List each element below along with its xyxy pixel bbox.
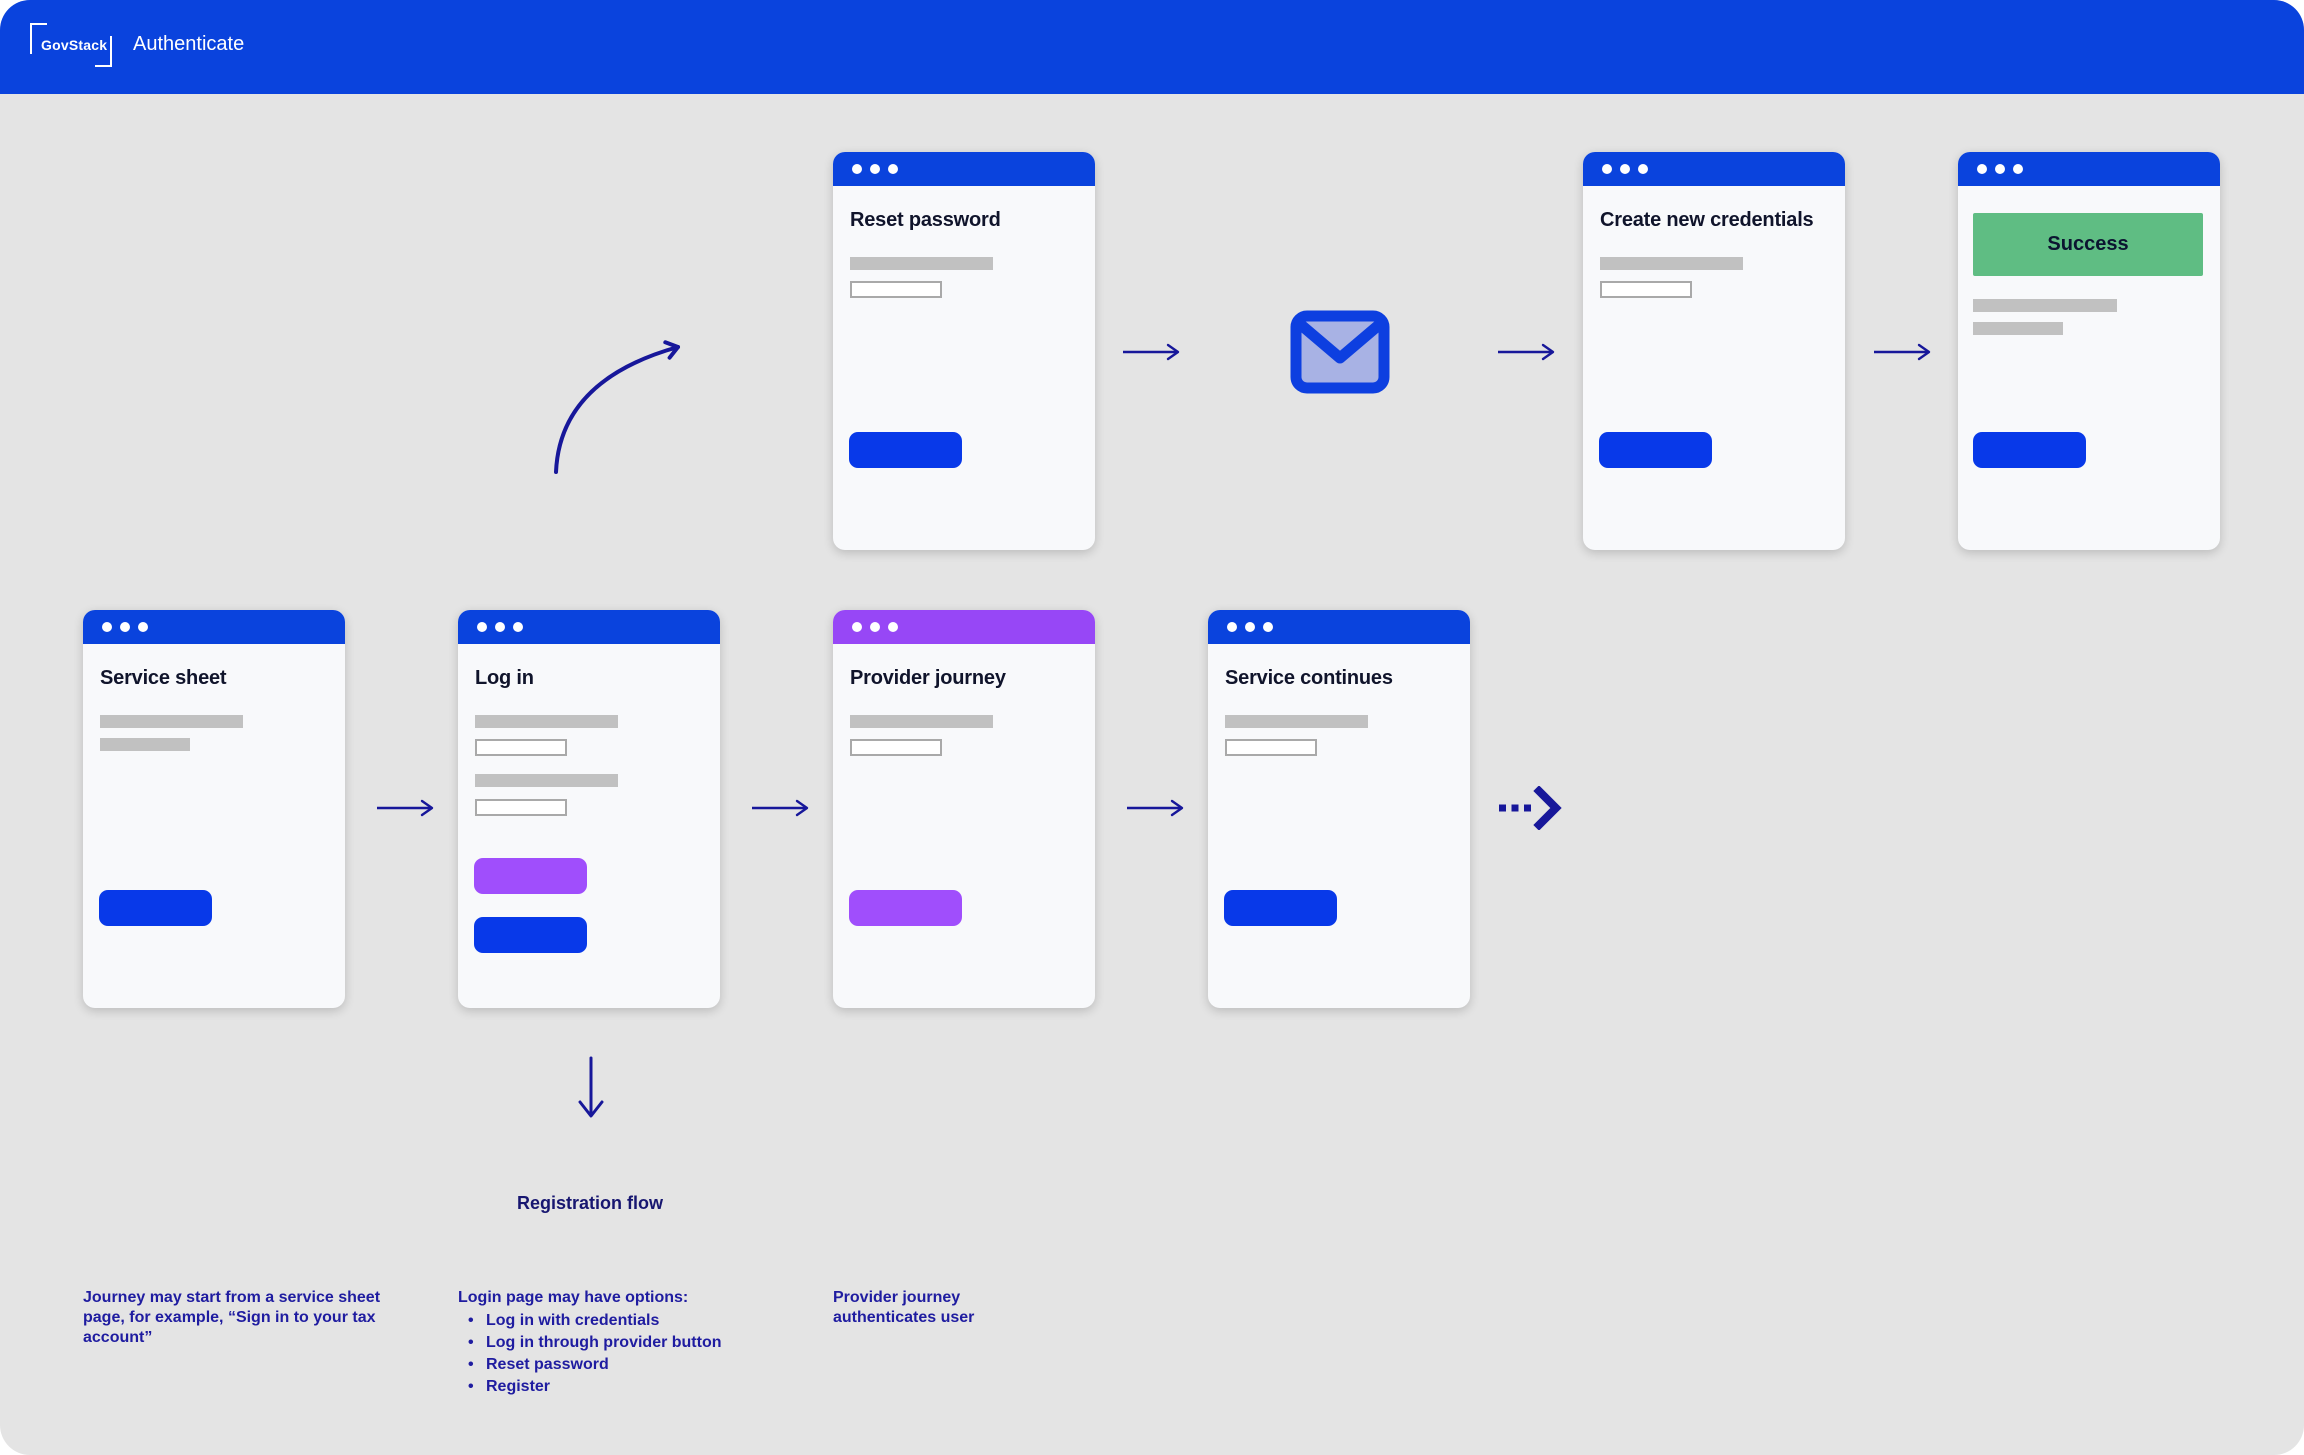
label-placeholder [1600,257,1743,270]
down-arrow-registration-flow [578,1056,604,1118]
label-placeholder [475,715,618,728]
window-service-continues: Service continues [1208,610,1470,1008]
logo-bracket-top-left [30,23,47,54]
username-input[interactable] [475,739,567,756]
text-input[interactable] [850,281,942,298]
window-titlebar [1208,610,1470,644]
window-create-credentials: Create new credentials [1583,152,1845,550]
label-placeholder [475,774,618,787]
text-placeholder [1973,322,2063,335]
window-dots-icon [477,622,523,632]
window-titlebar [833,610,1095,644]
text-placeholder [1973,299,2117,312]
success-banner: Success [1973,213,2203,276]
email-envelope-icon [1290,310,1390,394]
annotation-journey-start: Journey may start from a service sheet p… [83,1289,381,1346]
annotation-login-options: Login page may have options: Log in with… [458,1288,778,1398]
continue-button[interactable] [1973,432,2086,468]
window-heading: Create new credentials [1600,209,1814,231]
text-input[interactable] [1600,281,1692,298]
govstack-logo[interactable]: GovStack [30,23,112,67]
app-header: GovStack Authenticate [0,0,2304,94]
window-heading: Service continues [1225,667,1393,689]
window-dots-icon [852,164,898,174]
window-log-in: Log in [458,610,720,1008]
arrow-credentials-to-success [1874,343,1931,361]
text-placeholder [100,715,243,728]
list-item: Register [458,1376,778,1398]
list-item: Reset password [458,1354,778,1376]
window-titlebar [1583,152,1845,186]
window-titlebar [458,610,720,644]
window-heading: Log in [475,667,534,689]
dotted-arrow-flow-continues [1499,786,1562,830]
arrow-reset-to-email [1123,343,1180,361]
arrow-provider-to-continues [1127,799,1184,817]
window-reset-password: Reset password [833,152,1095,550]
text-placeholder [100,738,190,751]
list-item: Log in through provider button [458,1332,778,1354]
page-title: Authenticate [133,33,245,55]
label-placeholder [1225,715,1368,728]
logo-bracket-bottom-right [95,36,112,67]
text-input[interactable] [1225,739,1317,756]
provider-submit-button[interactable] [849,890,962,926]
login-options-list: Log in with credentials Log in through p… [458,1310,778,1398]
window-dots-icon [852,622,898,632]
window-dots-icon [1977,164,2023,174]
sign-in-button[interactable] [99,890,212,926]
window-heading: Reset password [850,209,1001,231]
window-titlebar [83,610,345,644]
window-service-sheet: Service sheet [83,610,345,1008]
window-heading: Service sheet [100,667,227,689]
annotation-provider-auth: Provider journey authenticates user [833,1289,975,1326]
label-placeholder [850,715,993,728]
login-button[interactable] [474,917,587,953]
window-dots-icon [1602,164,1648,174]
curved-arrow-login-to-reset [554,340,680,474]
window-dots-icon [1227,622,1273,632]
label-placeholder [850,257,993,270]
submit-button[interactable] [849,432,962,468]
annotation-login-options-title: Login page may have options: [458,1289,689,1306]
continue-button[interactable] [1224,890,1337,926]
provider-login-button[interactable] [474,858,587,894]
arrow-sheet-to-login [377,799,434,817]
arrow-login-to-provider [752,799,809,817]
window-titlebar [833,152,1095,186]
window-success: Success [1958,152,2220,550]
window-titlebar [1958,152,2220,186]
window-dots-icon [102,622,148,632]
registration-flow-label: Registration flow [516,1193,663,1213]
submit-button[interactable] [1599,432,1712,468]
password-input[interactable] [475,799,567,816]
window-heading: Provider journey [850,667,1006,689]
arrow-email-to-credentials [1498,343,1555,361]
text-input[interactable] [850,739,942,756]
window-provider-journey: Provider journey [833,610,1095,1008]
logo-text: GovStack [41,37,108,53]
list-item: Log in with credentials [458,1310,778,1332]
